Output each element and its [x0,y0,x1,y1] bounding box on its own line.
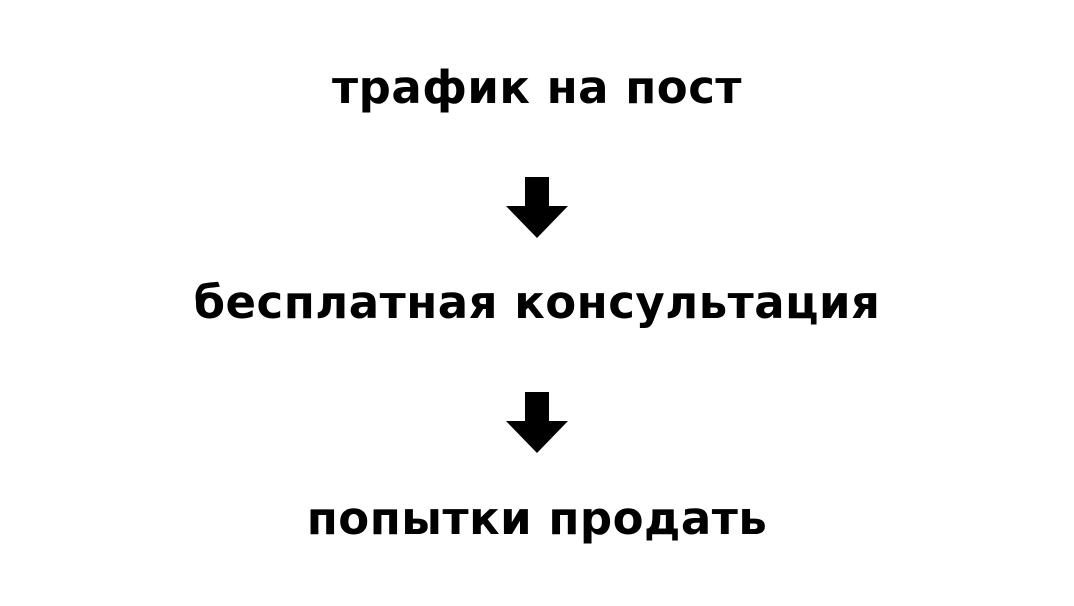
flow-step-free-consultation: бесплатная консультация [193,276,881,329]
arrow-down-icon [506,177,568,238]
flow-step-traffic: трафик на пост [332,61,742,114]
flow-step-sales-attempts: попытки продать [306,492,768,545]
arrow-down-icon [506,392,568,453]
